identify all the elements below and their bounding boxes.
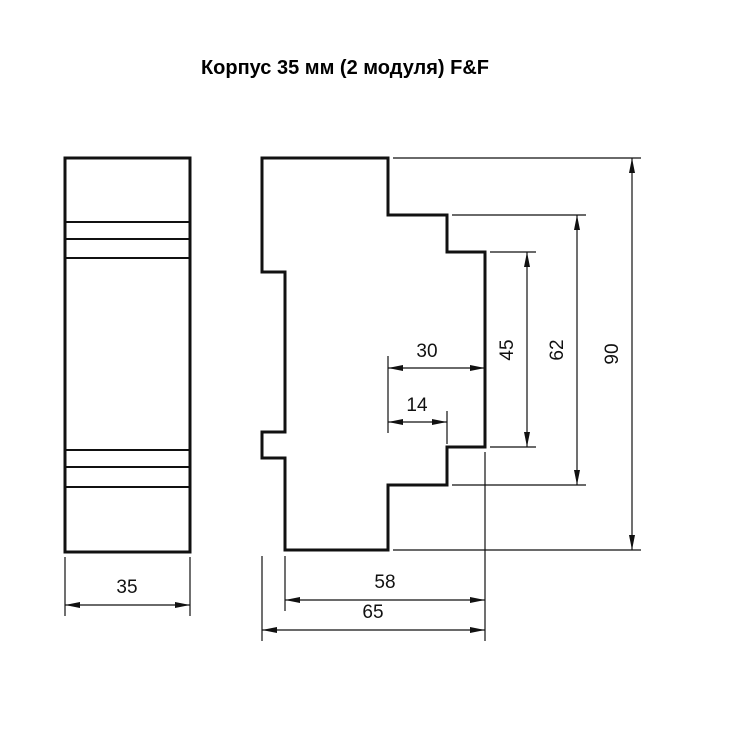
drawing-title: Корпус 35 мм (2 модуля) F&F [201,57,489,79]
dim-label-90: 90 [602,343,623,364]
dimension-depth-65: 65 [261,556,485,641]
dimension-height-62: 62 [452,214,586,486]
dimension-depth-58: 58 [284,452,486,641]
dim-label-65: 65 [362,602,383,623]
dim-label-35: 35 [116,577,137,598]
dim-label-58: 58 [374,572,395,593]
dim-label-30: 30 [416,341,437,362]
side-view [260,156,487,552]
dimension-width-35: 35 [64,557,191,616]
front-view [63,156,192,554]
dim-label-45: 45 [497,339,518,360]
side-view-outline [260,156,487,552]
dim-label-62: 62 [547,339,568,360]
dimension-depth-14: 14 [388,395,448,444]
dim-label-14: 14 [406,395,428,416]
dimension-height-45: 45 [490,251,536,448]
dimension-height-90: 90 [393,157,641,551]
front-view-outline [63,156,192,554]
